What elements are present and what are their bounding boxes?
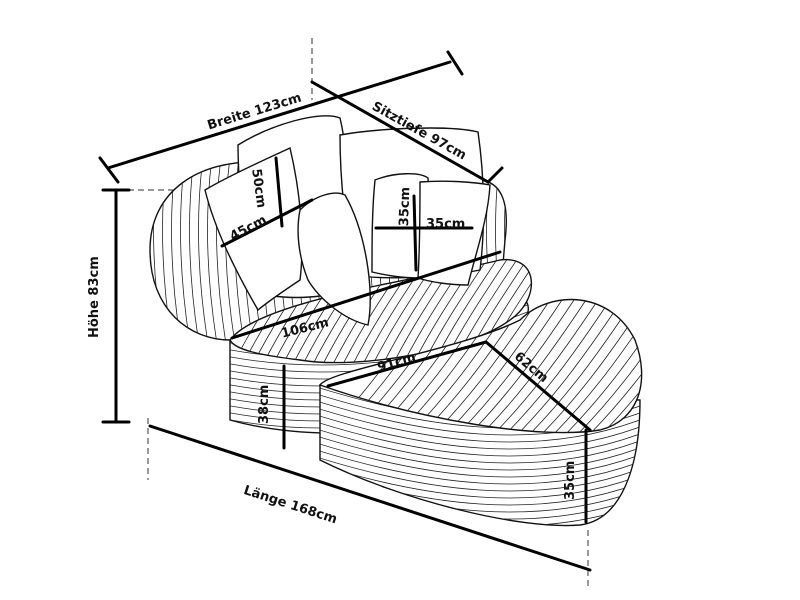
corduroy-rib [583,299,642,433]
dim-line-breite [106,60,452,170]
corduroy-rib [310,532,650,568]
label-hoehe: Höhe 83cm [87,256,102,338]
corduroy-rib [547,299,642,433]
corduroy-rib [668,300,778,440]
corduroy-rib [225,161,237,340]
corduroy-rib [320,454,640,492]
corduroy-rib [320,517,640,526]
pillow-front [297,192,371,326]
dim-line-small-h [412,194,418,272]
corduroy-rib [475,299,587,433]
dim-tick [98,156,120,184]
corduroy-rib [216,161,228,340]
label-stool-height: 35cm [563,460,578,500]
pillow-small-right [417,180,491,286]
dim-line-sitztiefe [310,80,490,184]
corduroy-rib [207,161,219,340]
label-pillow-small-h: 35cm [397,186,414,227]
dim-line-seat-width [230,250,502,340]
corduroy-rib [320,524,640,526]
corduroy-rib [320,433,640,471]
corduroy-rib [511,299,623,433]
corduroy-rib [320,412,640,450]
dim-tick [486,166,504,184]
corduroy-rib [320,461,640,499]
corduroy-rib [523,299,635,433]
corduroy-rib [656,300,766,440]
corduroy-rib [198,161,210,340]
dim-line-pillow-w [220,198,314,248]
corduroy-rib [320,440,640,478]
corduroy-rib [559,299,642,433]
dim-tick [446,50,464,76]
dim-line-stool-depth [484,340,592,432]
dim-line-stool-width [326,340,488,388]
corduroy-rib [320,419,640,457]
corduroy-rib [487,299,599,433]
label-seat-height: 38cm [257,384,272,424]
corduroy-rib [595,299,642,433]
corduroy-rib [644,300,754,440]
corduroy-rib [320,426,640,464]
corduroy-rib [320,405,640,443]
dim-line-laenge [148,424,592,572]
corduroy-rib [499,299,611,433]
corduroy-rib [320,447,640,485]
label-pillow-small-w: 35cm [426,217,466,232]
corduroy-rib [631,299,642,433]
